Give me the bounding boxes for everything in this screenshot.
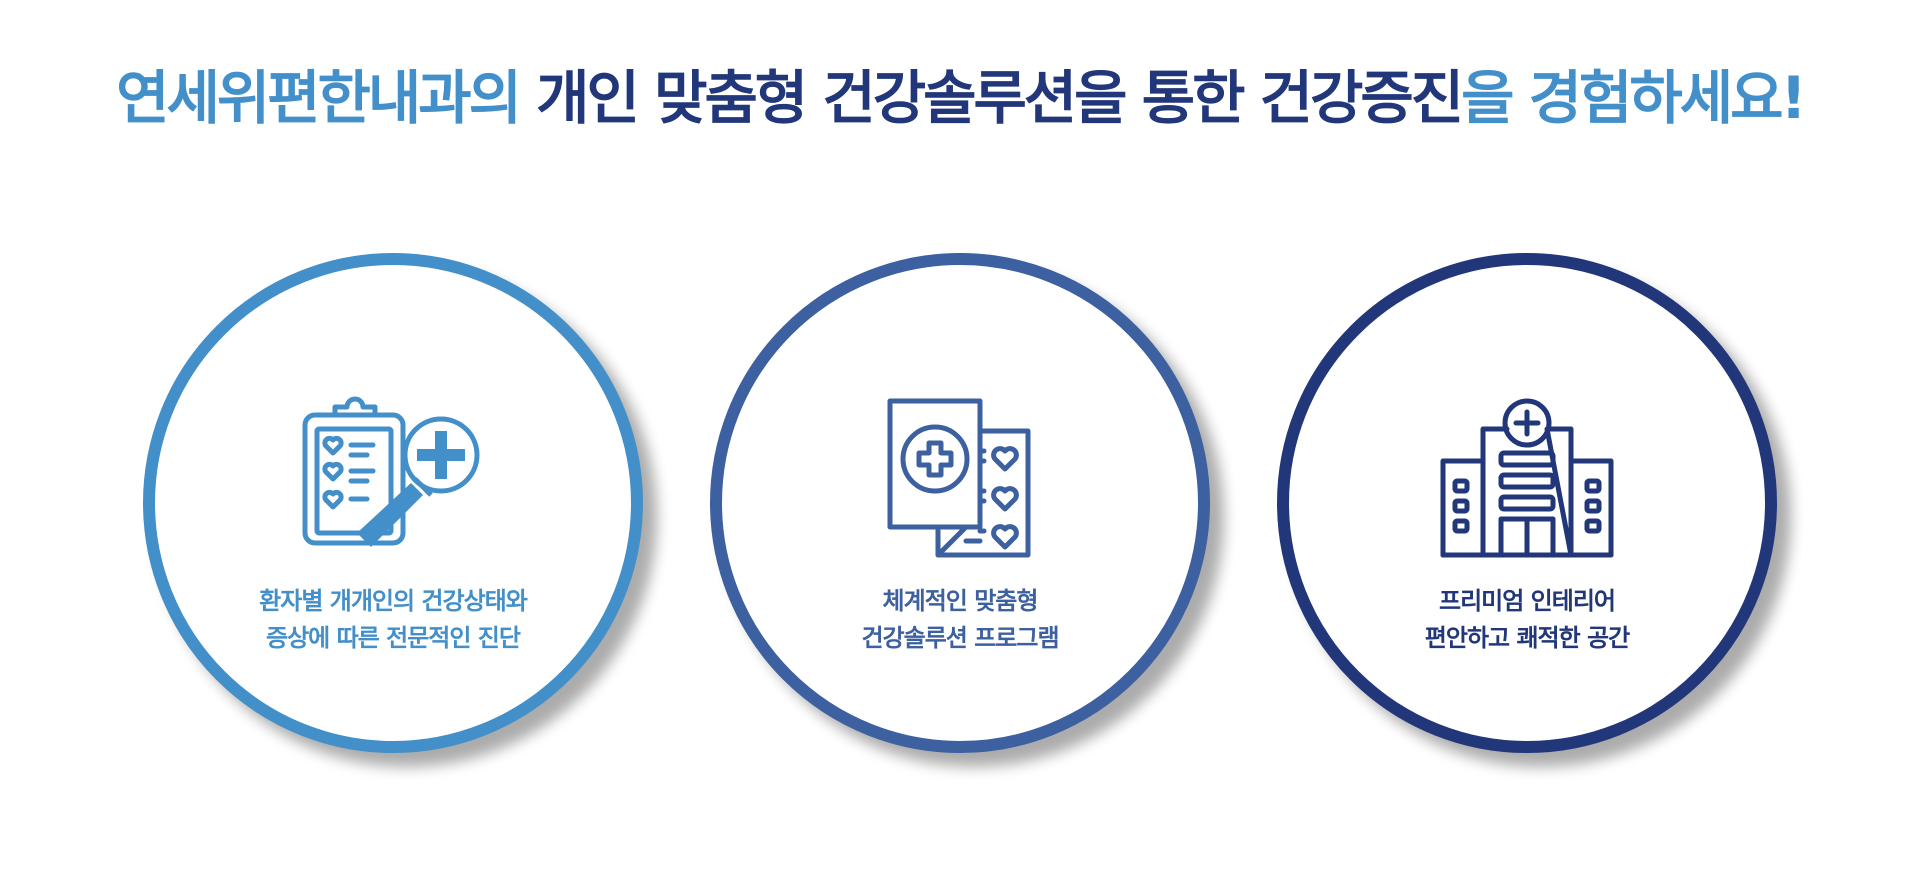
medical-documents-hearts-icon <box>887 398 1031 558</box>
headline-clinic-name: 연세위편한내과의 <box>116 64 522 132</box>
page-headline: 연세위편한내과의 개인 맞춤형 건강솔루션을 통한 건강증진을 경험하세요! <box>0 58 1920 138</box>
headline-middle: 개인 맞춤형 건강솔루션을 통한 건강증진 <box>518 64 1464 132</box>
feature-card-label: 체계적인 맞춤형 건강솔루션 프로그램 <box>861 587 1059 652</box>
headline-end: 을 경험하세요! <box>1461 64 1807 132</box>
clipboard-magnifier-plus-icon <box>302 396 480 547</box>
feature-card-program: 체계적인 맞춤형 건강솔루션 프로그램 <box>710 253 1210 753</box>
feature-card-label: 프리미엄 인테리어 편안하고 쾌적한 공간 <box>1424 587 1630 652</box>
feature-card-diagnosis: 환자별 개개인의 건강상태와 증상에 따른 전문적인 진단 <box>143 253 643 753</box>
hospital-building-icon <box>1440 398 1614 558</box>
feature-card-interior: 프리미엄 인테리어 편안하고 쾌적한 공간 <box>1277 253 1777 753</box>
feature-card-label: 환자별 개개인의 건강상태와 증상에 따른 전문적인 진단 <box>259 587 528 652</box>
feature-cards: 환자별 개개인의 건강상태와 증상에 따른 전문적인 진단 체계적인 맞 <box>0 253 1920 773</box>
